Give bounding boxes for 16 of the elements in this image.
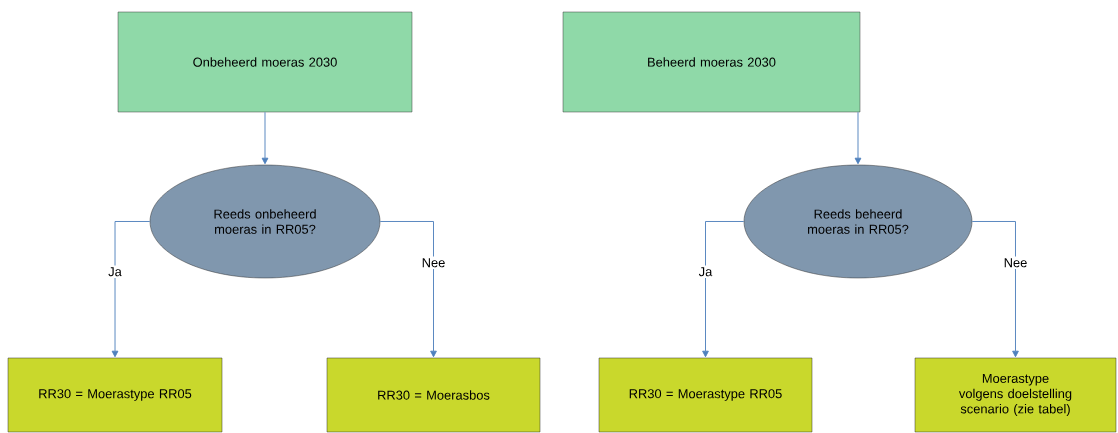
top-box: Onbeheerd moeras 2030 — [117, 11, 413, 113]
result-box: RR30 = Moerastype RR05 — [7, 357, 223, 433]
arrow — [854, 111, 862, 165]
arrow — [702, 221, 745, 358]
arrow — [379, 221, 437, 358]
result-box: RR30 = Moerasbos — [326, 357, 541, 433]
arrow — [971, 221, 1019, 358]
result-box: Moerastype volgens doelstelling scenario (zie tabel) — [914, 357, 1117, 433]
edge-label: Ja — [696, 265, 715, 278]
top-box: Beheerd moeras 2030 — [562, 11, 861, 113]
result-box: RR30 = Moerastype RR05 — [598, 357, 813, 433]
arrow — [111, 221, 151, 358]
edge-label: Nee — [419, 256, 448, 269]
edge-label: Nee — [1001, 256, 1030, 269]
edge-label: Ja — [106, 265, 124, 278]
arrow — [261, 111, 269, 165]
